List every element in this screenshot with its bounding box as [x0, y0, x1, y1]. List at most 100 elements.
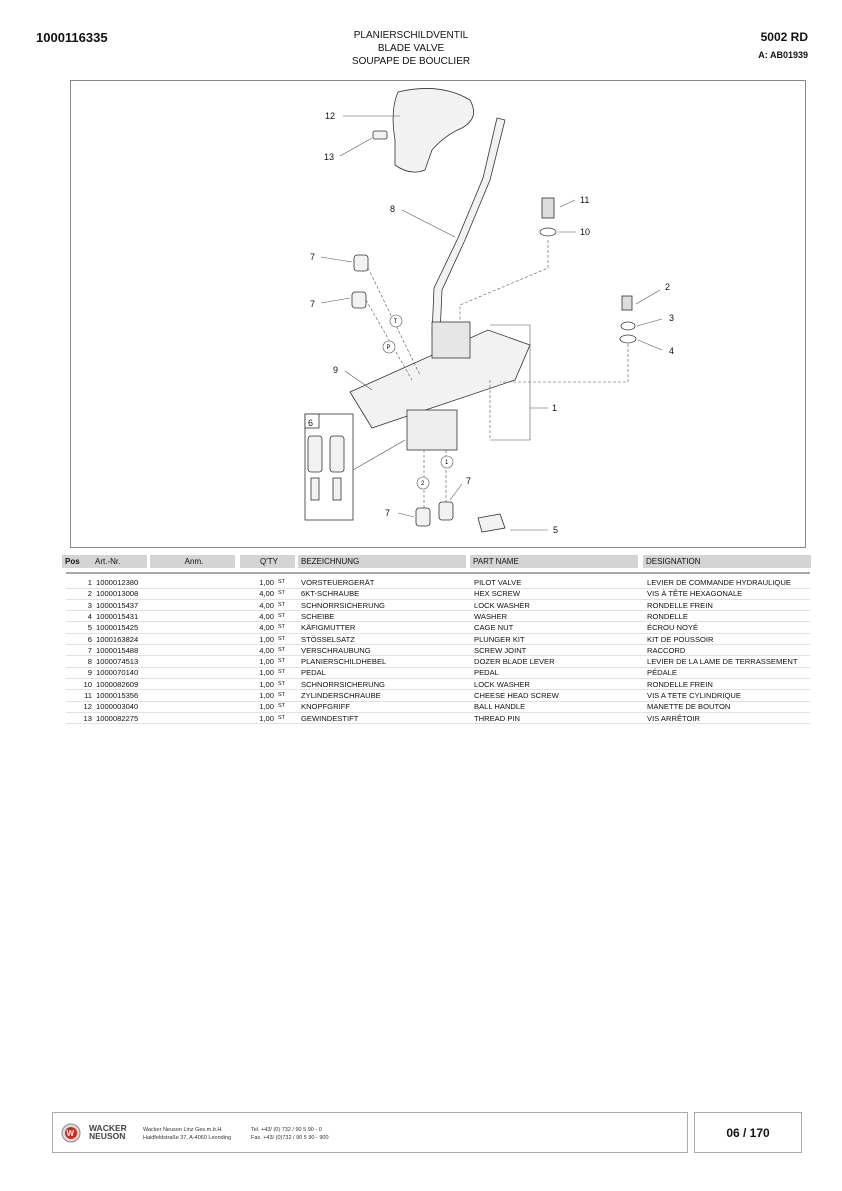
- callout-10: 10: [580, 227, 590, 237]
- row-art-nr: 1000082275: [96, 713, 139, 723]
- fitting-7a-drawing: [353, 254, 369, 272]
- footer: W WACKER NEUSON Wacker Neuson Linz Ges.m…: [52, 1112, 688, 1153]
- callout-7: 7: [310, 299, 315, 309]
- row-qty: 1,00: [259, 691, 274, 700]
- fitting-7c-drawing: [415, 507, 431, 527]
- row-qty: 4,00: [259, 611, 274, 621]
- row-pos: 13: [83, 713, 92, 723]
- lever-drawing: [431, 117, 506, 336]
- logo-text: WACKER NEUSON: [89, 1123, 127, 1141]
- row-designation: KIT DE POUSSOIR: [647, 634, 714, 644]
- row-designation: MANETTE DE BOUTON: [647, 702, 731, 712]
- row-unit: ST: [278, 601, 286, 608]
- row-divider: [66, 666, 810, 668]
- row-unit: ST: [278, 703, 286, 710]
- row-divider: [66, 677, 810, 679]
- callout-8: 8: [390, 204, 395, 214]
- row-bezeichnung: KNOPFGRIFF: [301, 702, 350, 712]
- header-art-nr: Art.-Nr.: [92, 555, 147, 568]
- row-qty: 4,00: [259, 623, 274, 633]
- row-pos: 1: [87, 578, 92, 587]
- row-qty: 4,00: [259, 645, 274, 655]
- header-part-name: PART NAME: [470, 555, 638, 568]
- exploded-diagram: 12 13 8 11 10 7 7 2 3 4 9 1 6 7 7 5 T: [70, 80, 806, 548]
- row-pos: 6: [87, 634, 92, 644]
- port-t: T: [394, 319, 398, 325]
- callout-3: 3: [669, 313, 674, 323]
- row-qty: 1,00: [259, 578, 274, 587]
- row-qty: 1,00: [259, 702, 274, 712]
- row-part-name: PILOT VALVE: [474, 578, 522, 587]
- company-address: Haidfeldstraße 37, A-4060 Leonding: [143, 1135, 232, 1141]
- row-art-nr: 1000082609: [96, 679, 139, 689]
- port-labels: T P 1 2: [382, 314, 454, 490]
- row-unit: ST: [278, 692, 286, 698]
- row-bezeichnung: SCHNORRSICHERUNG: [301, 679, 385, 689]
- row-pos: 3: [87, 600, 92, 610]
- row-divider: [66, 700, 810, 702]
- row-bezeichnung: VORSTEUERGERÄT: [301, 578, 375, 587]
- model-number: 5002 RD: [760, 30, 808, 44]
- row-divider: [66, 632, 810, 634]
- row-pos: 9: [87, 668, 92, 678]
- row-part-name: BALL HANDLE: [474, 702, 526, 712]
- row-unit: ST: [278, 658, 286, 665]
- title-german: PLANIERSCHILDVENTIL: [353, 30, 469, 41]
- wacker-neuson-logo-icon: W: [61, 1123, 81, 1143]
- document-number: 1000116335: [36, 30, 108, 45]
- row-qty: 1,00: [259, 657, 274, 667]
- row-designation: VIS A TETE CYLINDRIQUE: [647, 691, 741, 700]
- row-designation: ÉCROU NOYÉ: [647, 623, 699, 633]
- row-pos: 8: [87, 657, 92, 667]
- row-unit: ST: [278, 669, 286, 676]
- row-designation: PÉDALE: [647, 668, 677, 678]
- pilot-valve-drawing: [406, 409, 458, 451]
- callout-labels: 12 13 8 11 10 7 7 2 3 4 9 1 6 7 7 5: [308, 111, 674, 535]
- callout-5: 5: [553, 525, 558, 535]
- row-bezeichnung: GEWINDESTIFT: [301, 713, 359, 723]
- callout-7: 7: [466, 476, 471, 486]
- row-divider: [66, 723, 810, 725]
- row-divider: [66, 621, 810, 623]
- washer-drawing: [619, 334, 637, 344]
- row-pos: 2: [87, 589, 92, 599]
- lock-washer-drawing: [620, 321, 636, 331]
- ball-handle-drawing: [392, 88, 474, 173]
- row-part-name: CAGE NUT: [474, 623, 514, 633]
- row-part-name: LOCK WASHER: [474, 679, 530, 689]
- header-divider: [66, 572, 810, 574]
- row-part-name: LOCK WASHER: [474, 600, 530, 610]
- row-pos: 11: [84, 691, 92, 700]
- row-part-name: DOZER BLADE LEVER: [474, 657, 555, 667]
- company-name: Wacker Neuson Linz Ges.m.b.H.: [143, 1127, 223, 1133]
- row-bezeichnung: SCHNORRSICHERUNG: [301, 600, 385, 610]
- row-pos: 7: [87, 645, 92, 655]
- callout-12: 12: [325, 111, 335, 121]
- row-art-nr: 1000015425: [96, 623, 139, 633]
- header-anm: Anm.: [150, 555, 235, 568]
- row-bezeichnung: VERSCHRAUBUNG: [301, 645, 371, 655]
- callout-1: 1: [552, 403, 557, 413]
- header-qty: Q'TY: [240, 555, 295, 568]
- row-art-nr: 1000015431: [96, 611, 139, 621]
- row-designation: RACCORD: [647, 645, 686, 655]
- callout-9: 9: [333, 365, 338, 375]
- row-pos: 10: [83, 679, 92, 689]
- row-designation: VIS ARRÊTOIR: [647, 713, 701, 723]
- row-divider: [66, 711, 810, 713]
- row-bezeichnung: STÖSSELSATZ: [301, 634, 355, 644]
- row-bezeichnung: PLANIERSCHILDHEBEL: [301, 657, 387, 667]
- row-unit: ST: [278, 590, 286, 597]
- row-unit: ST: [278, 612, 286, 619]
- callout-2: 2: [665, 282, 670, 292]
- row-art-nr: 1000013008: [96, 589, 139, 599]
- row-divider: [66, 644, 810, 645]
- row-qty: 4,00: [259, 600, 274, 610]
